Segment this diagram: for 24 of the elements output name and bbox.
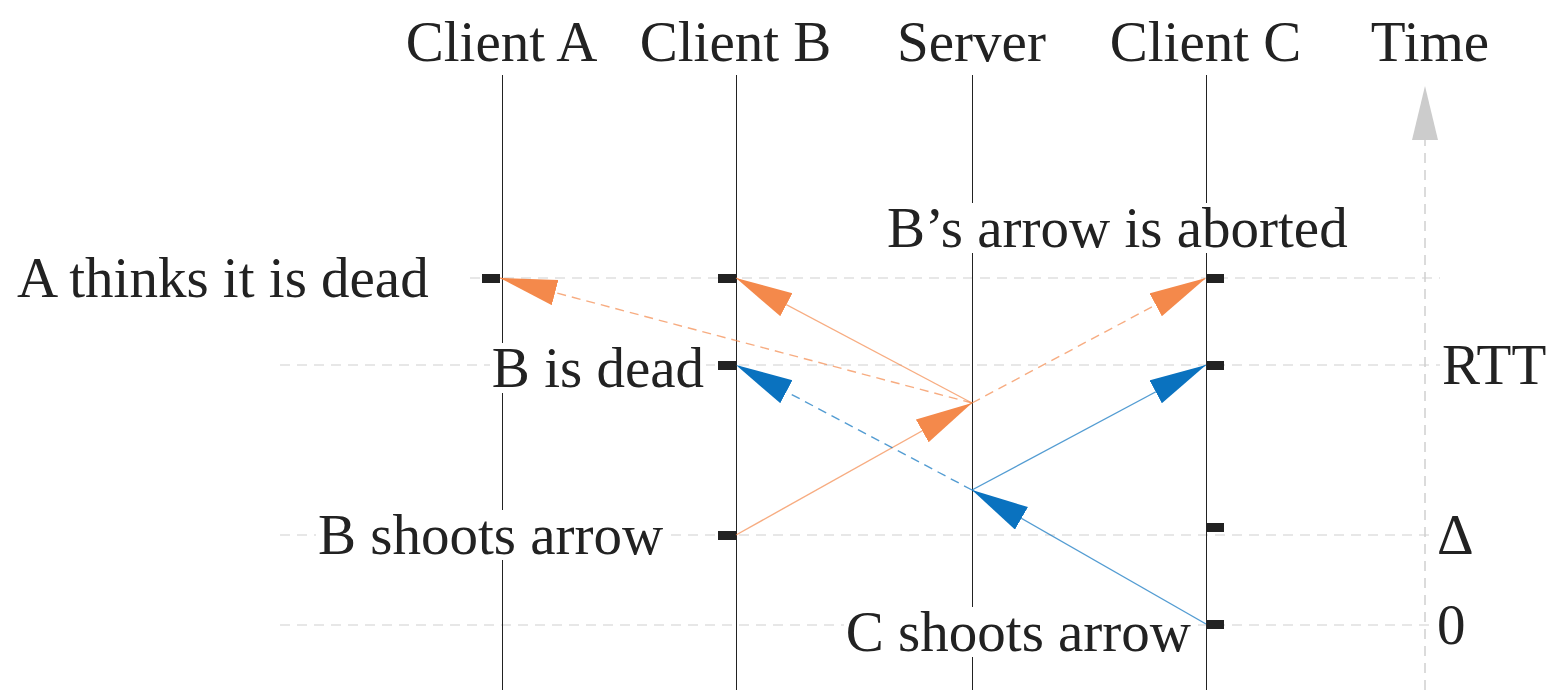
arrow (735, 277, 973, 404)
event-marker (1206, 273, 1224, 283)
event-label: B is dead (489, 343, 706, 393)
event-marker (718, 360, 736, 370)
event-marker (1206, 619, 1224, 629)
arrow (971, 489, 1207, 625)
arrow (499, 277, 973, 404)
lifeline-label: Client B (638, 17, 833, 67)
event-marker (718, 530, 736, 540)
event-label: B’s arrow is aborted (885, 203, 1350, 253)
arrow (971, 277, 1207, 404)
lifeline-label: Client A (404, 17, 599, 67)
event-label: B shoots arrow (316, 510, 666, 560)
arrow (971, 364, 1207, 491)
event-label: C shoots arrow (843, 607, 1193, 657)
event-marker (1206, 360, 1224, 370)
arrow (735, 402, 973, 536)
lifeline-label: Server (896, 17, 1047, 67)
axis-label: Time (1369, 17, 1491, 67)
event-marker (482, 273, 500, 283)
event-marker (1206, 522, 1224, 532)
arrow (735, 364, 973, 491)
event-marker (718, 273, 736, 283)
lifeline-label: Client C (1108, 17, 1303, 67)
